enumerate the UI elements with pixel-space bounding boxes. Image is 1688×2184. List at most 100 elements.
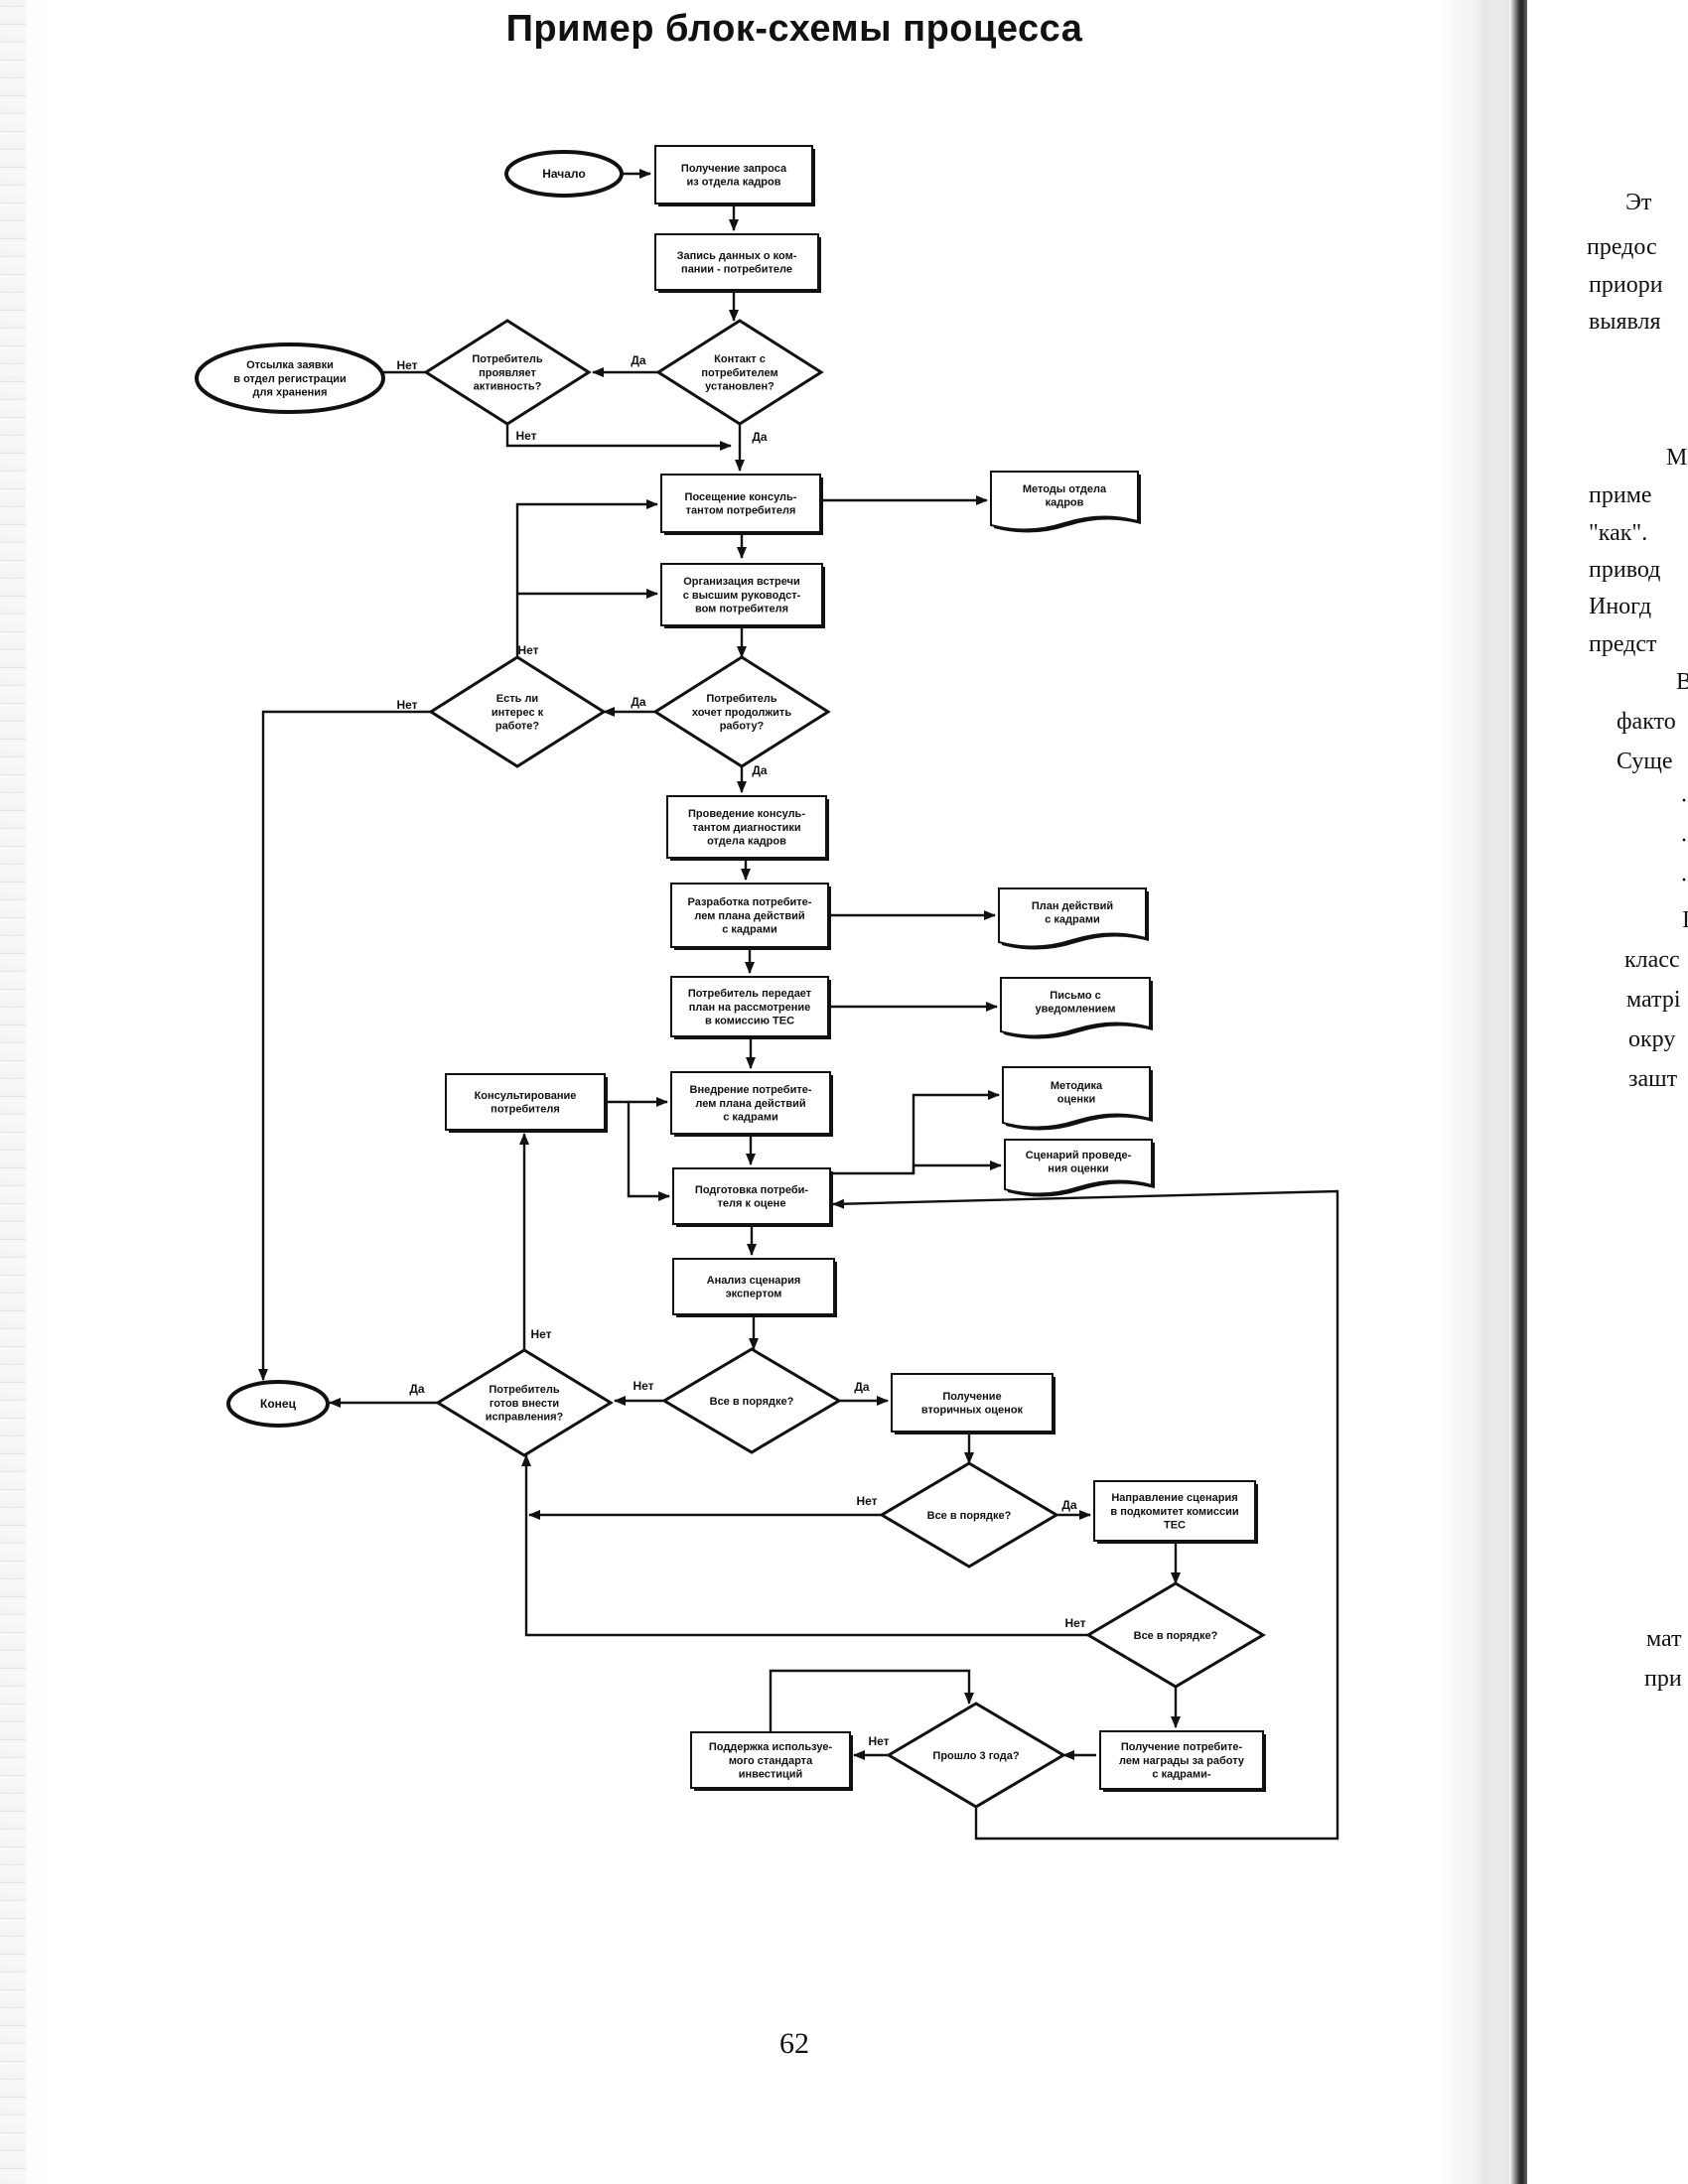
process-box-label-line: с кадрами- <box>1152 1769 1211 1781</box>
decision-q5: Все в порядке? <box>661 1347 842 1454</box>
box-frame <box>690 1731 851 1789</box>
process-box-p12: Получение вторичных оценок <box>891 1373 1055 1434</box>
box-frame <box>445 1073 606 1131</box>
decision-diamond <box>886 1702 1066 1809</box>
terminal-label-line: Начало <box>542 167 585 181</box>
decision-label-line: Все в порядке? <box>710 1396 794 1408</box>
process-box-p2: Запись данных о ком-пании - потребителе <box>654 233 821 293</box>
decision-label-line: работе? <box>495 721 540 733</box>
process-box-label-line: в комиссию TEC <box>705 1016 794 1027</box>
edge-label: Нет <box>515 429 536 443</box>
document-d3: Письмо с уведомлением <box>1000 977 1153 1039</box>
box-frame <box>670 976 829 1037</box>
document-label-line: кадров <box>1046 497 1084 509</box>
connector-line <box>258 710 431 1381</box>
facing-page-fragment: М <box>1666 445 1688 471</box>
box-frame <box>670 883 829 948</box>
process-box-label-line: из отдела кадров <box>686 177 780 189</box>
process-box-label-line: инвестиций <box>739 1769 803 1781</box>
facing-page-fragment: факто <box>1617 709 1676 735</box>
process-box-label-line: Получение запроса <box>681 163 787 175</box>
box-frame <box>1093 1480 1256 1542</box>
process-box-p8: Внедрение потребите-лем плана действийс … <box>670 1071 833 1137</box>
process-box-label-line: Посещение консуль- <box>685 491 797 503</box>
process-box-label-line: TEC <box>1164 1520 1186 1532</box>
facing-page-fragment: · <box>1680 868 1688 893</box>
process-box-label-line: Внедрение потребите- <box>690 1084 812 1096</box>
document-label-line: Методы отдела <box>1023 483 1107 495</box>
document-label-line: уведомлением <box>1035 1004 1115 1016</box>
decision-label-line: потребителем <box>701 367 777 379</box>
edge-label: Да <box>854 1380 870 1394</box>
edge-label: Да <box>631 695 646 709</box>
decision-label-line: Все в порядке? <box>1134 1630 1218 1642</box>
process-box-label-line: потребителя <box>491 1104 560 1116</box>
document-label-line: Письмо с <box>1050 990 1100 1002</box>
edge-label: Да <box>631 353 646 367</box>
decision-label-line: проявляет <box>479 367 536 379</box>
document-frame <box>1004 1139 1153 1195</box>
decision-label-line: активность? <box>474 381 542 393</box>
document-d5: Сценарий проведе-ния оценки <box>1004 1139 1155 1197</box>
process-box-label-line: теля к оцене <box>718 1198 786 1210</box>
process-box-label-line: лем плана действий <box>695 1098 805 1110</box>
process-box-label-line: вом потребителя <box>695 604 788 615</box>
page-number: 62 <box>779 2027 809 2060</box>
decision-label-line: интерес к <box>492 707 544 719</box>
edge-label: Нет <box>530 1327 551 1341</box>
process-box-label-line: Получение <box>942 1391 1001 1403</box>
process-box-label-line: мого стандарта <box>729 1755 813 1767</box>
facing-page-fragment: зашт <box>1628 1066 1678 1092</box>
process-box-label-line: Направление сценария <box>1111 1492 1237 1504</box>
process-box-label-line: Получение потребите- <box>1121 1741 1243 1753</box>
box-frame <box>654 145 813 205</box>
book-binding <box>1509 0 1527 2184</box>
edge-label: Да <box>1061 1498 1077 1512</box>
box-frame <box>654 233 819 291</box>
document-frame <box>1000 977 1151 1037</box>
decision-q7: Все в порядке? <box>879 1461 1059 1569</box>
edge-label: Нет <box>517 643 538 657</box>
decision-q4: Есть ли интерес к работе? <box>428 655 607 768</box>
connector-line <box>515 499 658 657</box>
facing-page-fragment: В <box>1676 669 1688 695</box>
process-box-label-line: Разработка потребите- <box>688 896 812 908</box>
process-box-p10: Подготовка потреби-теля к оцене <box>672 1167 833 1227</box>
document-label-line: с кадрами <box>1045 914 1100 926</box>
process-box-label-line: Потребитель передает <box>688 988 812 1000</box>
box-frame <box>660 474 821 533</box>
decision-label-line: Есть ли <box>496 693 538 705</box>
process-box-label-line: с высшим руководст- <box>683 590 801 602</box>
connectors <box>258 169 1339 1841</box>
box-frame <box>666 795 827 859</box>
document-label-line: оценки <box>1057 1094 1096 1106</box>
edge-label: Нет <box>396 358 417 372</box>
document-d1: Методы отдела кадров <box>990 471 1141 533</box>
process-box-label-line: Поддержка используе- <box>709 1741 833 1753</box>
process-box-label-line: экспертом <box>726 1289 782 1300</box>
process-box-label-line: Проведение консуль- <box>688 808 805 820</box>
facing-page-fragment: приме <box>1589 482 1652 508</box>
facing-page-fragment: выявля <box>1589 309 1661 335</box>
box-frame <box>670 1071 831 1135</box>
decision-label-line: Потребитель <box>489 1384 559 1396</box>
decision-label-line: работу? <box>720 721 765 733</box>
gutter-shadow <box>1479 0 1509 2184</box>
document-label-line: ния оценки <box>1048 1163 1108 1175</box>
facing-page-fragment: "как". <box>1589 520 1648 546</box>
terminal-ellipse <box>226 1380 330 1428</box>
process-box-label-line: отдела кадров <box>707 836 786 848</box>
process-box-label-line: вторичных оценок <box>921 1405 1024 1417</box>
facing-page-fragment: І <box>1682 907 1688 933</box>
process-box-label-line: тантом диагностики <box>692 822 800 834</box>
terminal-start: Начало <box>504 150 624 198</box>
edge-label: Нет <box>868 1734 889 1748</box>
